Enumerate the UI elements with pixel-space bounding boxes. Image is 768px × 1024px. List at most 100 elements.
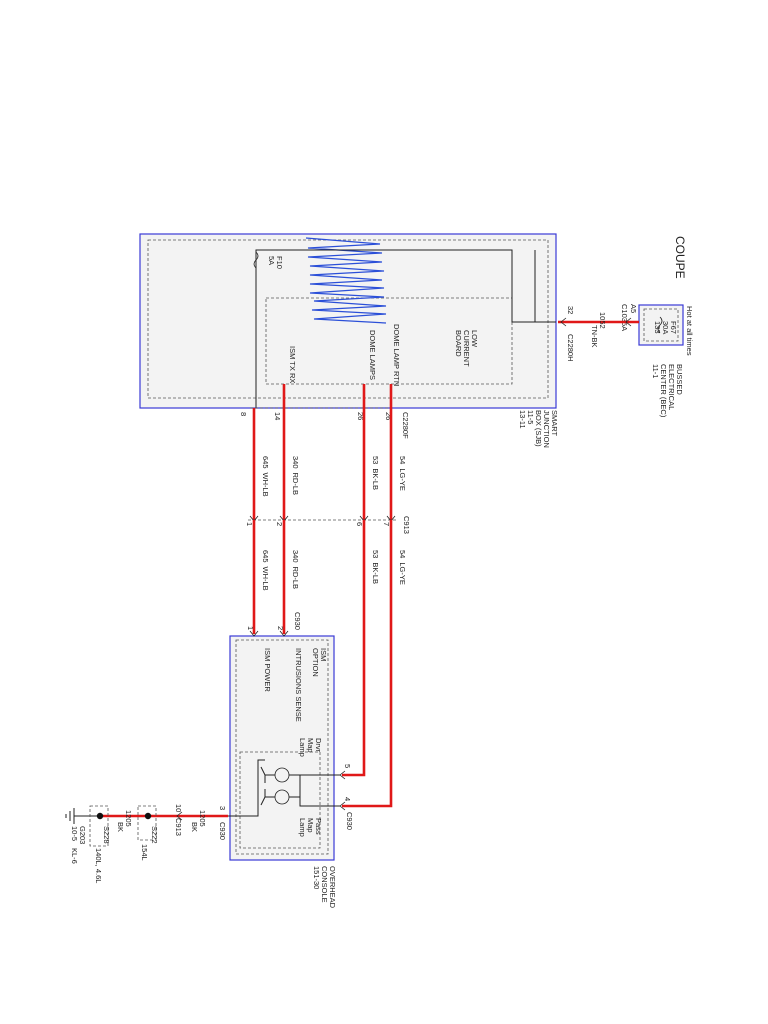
bec-pin: A5 — [629, 304, 638, 313]
drv-lamp-0: Drvr — [314, 738, 323, 753]
ground-c913-pin: 10 — [174, 804, 183, 812]
bec-hot-label: Hot at all times — [685, 306, 694, 356]
connector-c1035a-mark — [625, 317, 632, 327]
wire-1052-circuit: 1052 — [598, 312, 607, 329]
bec-connector: C1035A — [620, 304, 629, 331]
diagram-title: COUPE — [673, 236, 687, 279]
g203-label: G203 — [78, 826, 87, 844]
sjb-pin-54: 26 — [384, 412, 393, 420]
console-name-2: 151-30 — [312, 866, 321, 889]
pass-lamp-1: Map — [306, 818, 315, 833]
g203-ref2: KL-6 — [70, 848, 79, 864]
sjb-block: F10 5A C2280H 32 LOW CURRENT BOARD DOME … — [139, 233, 575, 448]
console-box — [229, 635, 335, 861]
lcb-line-0: LOW — [470, 330, 479, 348]
wire-lower-53 — [342, 520, 366, 777]
ism-intrusion-sense: INTRUSIONS SENSE — [294, 648, 303, 722]
wire-1052-color: TN-BK — [590, 325, 599, 348]
wire-upper-54-label: 54LG-YE — [398, 456, 407, 491]
sjb-output-dome-lamps: DOME LAMPS — [368, 330, 377, 380]
ground-wire-color: BK — [190, 822, 199, 832]
c930-mark-340 — [279, 630, 289, 637]
ism-line-1: OPTION — [311, 648, 320, 677]
bec-name-2: CENTER (BEC) — [659, 364, 668, 418]
c913-pin-2: 2 — [275, 522, 284, 526]
pass-lamp-2: Lamp — [298, 818, 307, 837]
bec-fuse-amps: 30A — [661, 321, 670, 334]
console-name-1: CONSOLE — [320, 866, 329, 903]
console-ground-pin: 3 — [218, 806, 227, 810]
sjb-pin-53: 26 — [356, 412, 365, 420]
wire-upper-53-label: 53BK-LB — [371, 456, 380, 490]
s222-dash — [137, 805, 157, 841]
ground-wire2-color: BK — [116, 822, 125, 832]
sjb-pin-645: 8 — [239, 412, 248, 416]
c913-ground-mark — [176, 811, 183, 821]
bec-fuse-id: F67 — [669, 321, 678, 334]
obscured-scribble — [305, 237, 387, 324]
ground-symbol-icon — [65, 808, 75, 824]
c913-pin-7: 7 — [382, 522, 391, 526]
sjb-inner-dash — [147, 239, 549, 399]
c930-mark-4 — [339, 801, 346, 811]
wire-lower-54-label: 54LG-YE — [398, 550, 407, 585]
lcb-line-1: CURRENT — [462, 330, 471, 367]
sjb-fuse-amps: 5A — [267, 256, 276, 265]
s222-ref: 154L — [140, 844, 149, 861]
s222-splice — [144, 812, 152, 820]
lamp-pin-5: 5 — [343, 764, 352, 768]
ground-path: 10 C913 1205 BK S222 154L 1205 BK S228 1… — [65, 804, 228, 883]
sjb-output-dome-rtn: DOME LAMP RTN — [392, 324, 401, 386]
wire-upper-340-label: 340RD-LB — [291, 456, 300, 495]
console-pin-1: 1 — [246, 626, 255, 630]
lcb-dash-box — [265, 297, 513, 385]
driver-lamp-switch — [260, 766, 300, 783]
console-inner-dash — [235, 639, 329, 855]
s228-label: S228 — [102, 826, 111, 844]
s228-splice — [96, 812, 104, 820]
ground-wire-circuit: 1205 — [198, 810, 207, 827]
wire-lower-54 — [342, 520, 393, 808]
sjb-name-4: 13-11 — [518, 410, 527, 429]
c913-pin-6: 6 — [355, 522, 364, 526]
bec-block: Hot at all times F67 30A 133 BUSSED ELEC… — [620, 304, 694, 418]
sjb-output-connector: C2280F — [401, 412, 410, 439]
wire-lower-645-label: 645WH-LB — [261, 550, 270, 591]
bec-fuse-icon — [657, 316, 663, 334]
s222-label: S222 — [150, 826, 159, 844]
passenger-lamp-switch — [260, 789, 300, 806]
ism-power: ISM POWER — [263, 648, 272, 692]
c930-mark-645 — [249, 630, 259, 637]
lamp-feed — [299, 774, 340, 807]
c913-label: C913 — [402, 516, 411, 534]
g203-ref: 10-5 — [70, 826, 79, 841]
lamp-area-box — [239, 751, 321, 849]
console-connector: C930 — [293, 612, 302, 630]
overhead-console: C930 2 1 ISM OPTION INTRUSIONS SENSE ISM… — [218, 612, 354, 909]
bec-fuse-number: 133 — [653, 321, 662, 334]
console-pin-2: 2 — [276, 626, 285, 630]
bec-name-1: ELECTRICAL — [667, 364, 676, 410]
sjb-name-2: BOX (SJB) — [534, 410, 543, 447]
bec-name-3: 11-1 — [651, 364, 660, 378]
sjb-name-0: SMART — [550, 410, 559, 437]
connector-c2280h-mark — [560, 317, 567, 327]
ground-wire2-circuit: 1205 — [124, 810, 133, 827]
bec-box — [638, 304, 684, 346]
drv-lamp-2: Lamp — [298, 738, 307, 757]
pass-lamp-0: Pass — [314, 818, 323, 835]
ism-line-0: ISM — [319, 648, 328, 661]
ground-c913-label: C913 — [174, 818, 183, 836]
lamp-connector: C930 — [345, 812, 354, 830]
wire-lower-340-label: 340RD-LB — [291, 550, 300, 589]
lcb-line-2: BOARD — [454, 330, 463, 357]
sjb-name-1: JUNCTION — [542, 410, 551, 448]
drv-lamp-1: Map — [306, 738, 315, 753]
lamp-ground-bus — [228, 759, 265, 817]
lamp-pin-4: 4 — [343, 797, 352, 801]
console-ground-connector: C930 — [218, 822, 227, 840]
console-name-0: OVERHEAD — [328, 866, 337, 909]
sjb-pin-340: 14 — [273, 412, 282, 420]
bec-name-0: BUSSED — [675, 364, 684, 395]
